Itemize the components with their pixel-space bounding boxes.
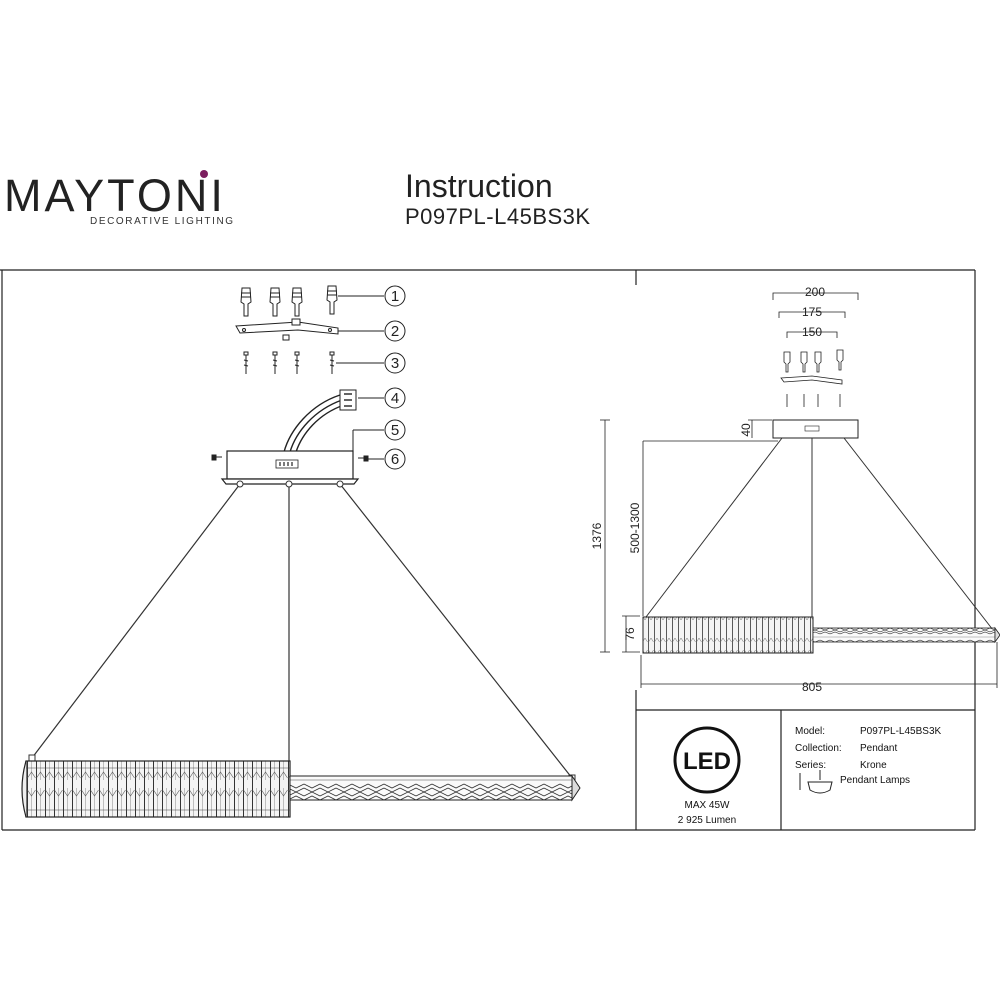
suspension-cables [31,483,573,780]
dimension-lines [600,292,998,688]
cable-clamps [28,480,576,783]
callout-5: 5 [391,422,399,439]
model-label: Model: [795,726,825,737]
wire-connector [283,389,357,453]
brand-logo: MAYTONI [4,170,226,221]
crystal-ring-back [289,774,581,802]
callout-3: 3 [391,355,399,372]
dim-ring-height: 76 [623,627,637,641]
dim-suspension-range: 500-1300 [628,502,642,553]
anchor-plugs [240,285,338,317]
mounting-bracket [235,318,339,341]
pendant-lamp-icon [799,770,833,794]
canopy [220,450,360,485]
crystal-ring-front [21,760,291,818]
crystal-ring-small [642,616,1000,654]
model-code: P097PL-L45BS3K [405,204,591,229]
document-title: Instruction [405,168,553,204]
type-value: Pendant Lamps [840,775,910,786]
led-logo: LED [683,748,731,775]
max-power: MAX 45W [684,800,730,811]
callout-2: 2 [391,323,399,340]
lumen: 2 925 Lumen [678,815,736,826]
brand-subtitle: DECORATIVE LIGHTING [90,216,235,227]
series-value: Krone [860,760,887,771]
drawing-frame [0,269,976,831]
screws [243,351,335,374]
dim-diameter: 805 [802,680,822,694]
dim-mount-width: 175 [802,305,822,319]
callout-4: 4 [391,390,399,407]
brand-logo-accent-dot [200,170,208,178]
model-value: P097PL-L45BS3K [860,726,942,737]
parts-small [780,349,844,407]
series-label: Series: [795,760,826,771]
collection-value: Pendant [860,743,897,754]
part-callouts [336,285,406,470]
suspension-cables-small [645,437,994,631]
callout-1: 1 [391,288,399,305]
dim-canopy-width: 200 [805,285,825,299]
dim-total-height: 1376 [590,522,604,549]
callout-6: 6 [391,451,399,468]
collection-label: Collection: [795,743,842,754]
dim-hole-spacing: 150 [802,325,822,339]
led-badge: LED [673,726,741,794]
dim-canopy-height: 40 [739,423,753,437]
canopy-small [772,419,859,439]
